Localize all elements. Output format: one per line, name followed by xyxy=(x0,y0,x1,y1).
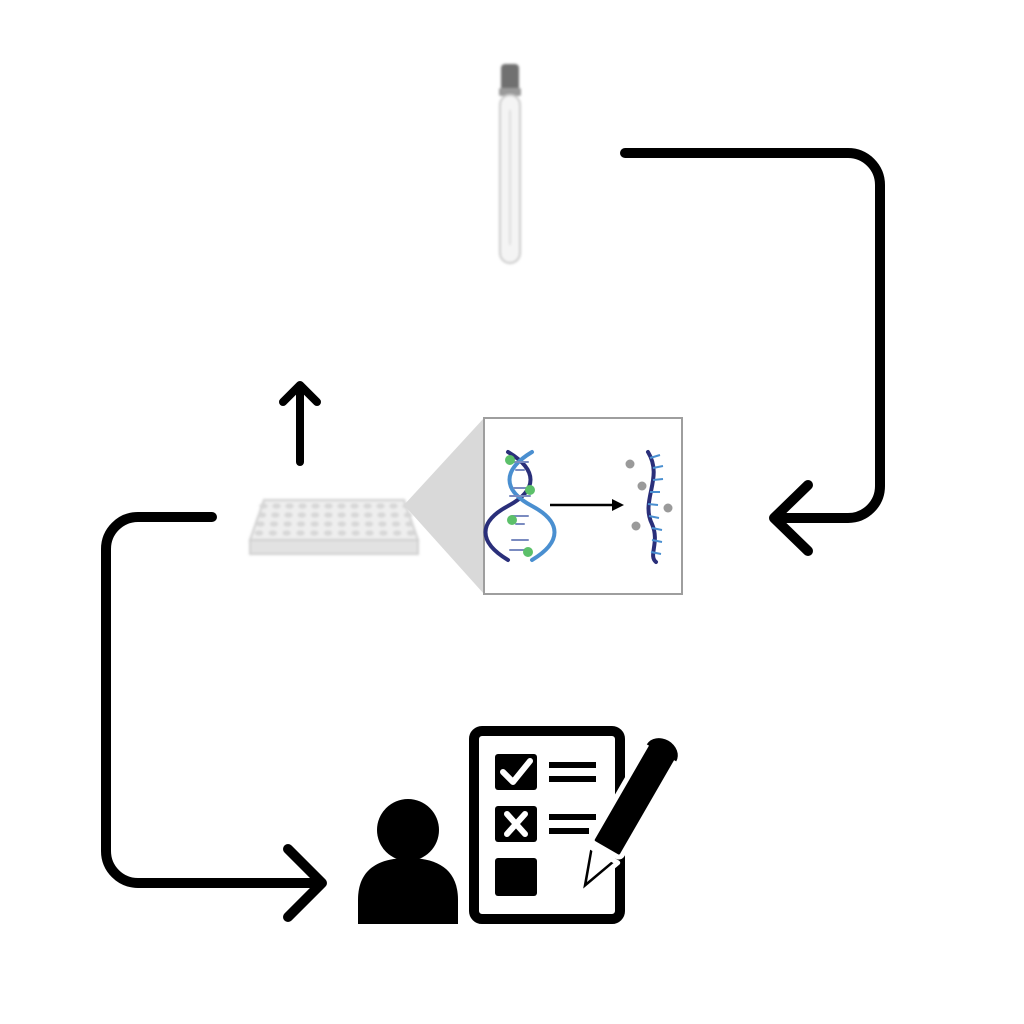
plate-well xyxy=(324,512,333,518)
plate-well xyxy=(350,503,359,509)
plate-well xyxy=(272,503,281,509)
plate-well xyxy=(324,521,333,527)
plate-well xyxy=(257,512,267,518)
plate-well xyxy=(285,503,294,509)
plate-well xyxy=(283,521,292,527)
dna-double-helix-icon xyxy=(483,450,557,562)
pencil-icon xyxy=(577,738,681,898)
plate-well xyxy=(298,503,307,509)
checkbox-empty-icon xyxy=(495,858,537,896)
arrow-tube-to-plate xyxy=(620,148,885,556)
plate-well xyxy=(297,512,306,518)
microplate-icon xyxy=(248,499,420,555)
up-arrow-icon xyxy=(279,381,321,466)
plate-well xyxy=(391,521,401,527)
plate-well xyxy=(310,521,319,527)
arrow-plate-to-report xyxy=(101,512,327,922)
plate-well xyxy=(269,521,279,527)
plate-well xyxy=(377,512,386,518)
right-arrow-icon xyxy=(550,499,624,511)
plate-well xyxy=(284,512,293,518)
plate-well xyxy=(379,530,388,536)
dna-single-strand-icon xyxy=(625,450,673,564)
plate-well xyxy=(268,530,277,536)
plate-well xyxy=(364,521,374,527)
plate-well xyxy=(376,503,385,509)
plate-well xyxy=(259,503,268,509)
dna-processing-inset xyxy=(483,417,683,595)
plate-well xyxy=(296,521,306,527)
plate-well xyxy=(393,530,402,536)
plate-well xyxy=(350,512,360,518)
plate-well xyxy=(256,521,265,527)
plate-well xyxy=(323,530,333,536)
plate-well xyxy=(365,530,374,536)
plate-well xyxy=(390,512,399,518)
plate-well xyxy=(254,530,264,536)
plate-well xyxy=(271,512,280,518)
plate-well xyxy=(337,530,347,536)
test-tube-icon xyxy=(499,64,521,264)
person-icon xyxy=(358,799,458,924)
plate-well xyxy=(310,512,320,518)
plate-well xyxy=(389,503,398,509)
plate-well xyxy=(337,503,346,509)
plate-well xyxy=(403,512,413,518)
plate-well xyxy=(282,530,291,536)
plate-well xyxy=(405,521,414,527)
plate-well xyxy=(337,512,346,518)
plate-well xyxy=(351,521,360,527)
plate-well xyxy=(406,530,416,536)
plate-well xyxy=(296,530,305,536)
plate-well xyxy=(363,503,372,509)
plate-well xyxy=(364,512,373,518)
zoom-wedge xyxy=(404,418,484,594)
plate-well xyxy=(311,503,320,509)
plate-well xyxy=(310,530,319,536)
plate-well xyxy=(378,521,387,527)
plate-well xyxy=(324,503,333,509)
plate-well xyxy=(337,521,346,527)
plate-well xyxy=(351,530,360,536)
